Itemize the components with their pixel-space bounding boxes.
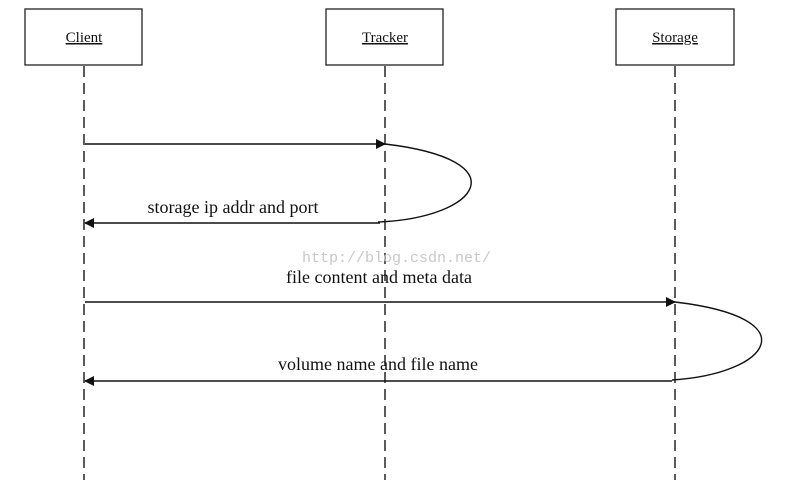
- storage-actor-label: Storage: [652, 30, 698, 46]
- tracker-processing-curve: [377, 143, 472, 223]
- watermark-text: http://blog.csdn.net/: [302, 250, 491, 267]
- storage-ip-addr-label: storage ip addr and port: [148, 197, 319, 217]
- file-content-label: file content and meta data: [286, 267, 472, 287]
- tracker-actor: Tracker: [325, 8, 444, 66]
- client-actor: Client: [24, 8, 143, 66]
- volume-name-label: volume name and file name: [278, 354, 478, 374]
- client-actor-box: [24, 8, 143, 66]
- storage-processing-curve: [671, 301, 763, 381]
- client-actor-label: Client: [66, 30, 103, 46]
- tracker-actor-label: Tracker: [362, 30, 408, 46]
- storage-actor: Storage: [615, 8, 735, 66]
- tracker-actor-box: [325, 8, 444, 66]
- storage-actor-box: [615, 8, 735, 66]
